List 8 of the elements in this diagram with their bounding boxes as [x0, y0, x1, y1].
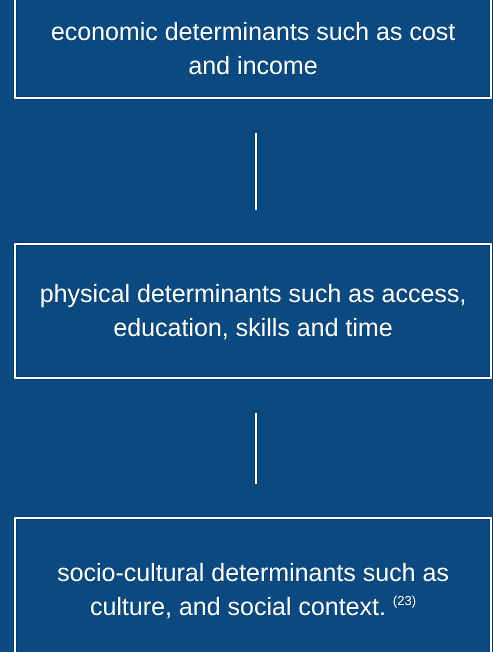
text-box	[14, 243, 492, 379]
text-box	[14, 517, 492, 652]
box-text: physical determinants such as access, education, skills and time	[38, 279, 468, 344]
box-text: socio-cultural determinants such as culture, and social context. $^{(23)}$	[56, 558, 450, 622]
connector-line	[255, 413, 257, 484]
text-box	[14, 0, 492, 99]
connector-line	[255, 133, 257, 210]
box-text: economic determinants such as cost and income	[50, 16, 456, 82]
